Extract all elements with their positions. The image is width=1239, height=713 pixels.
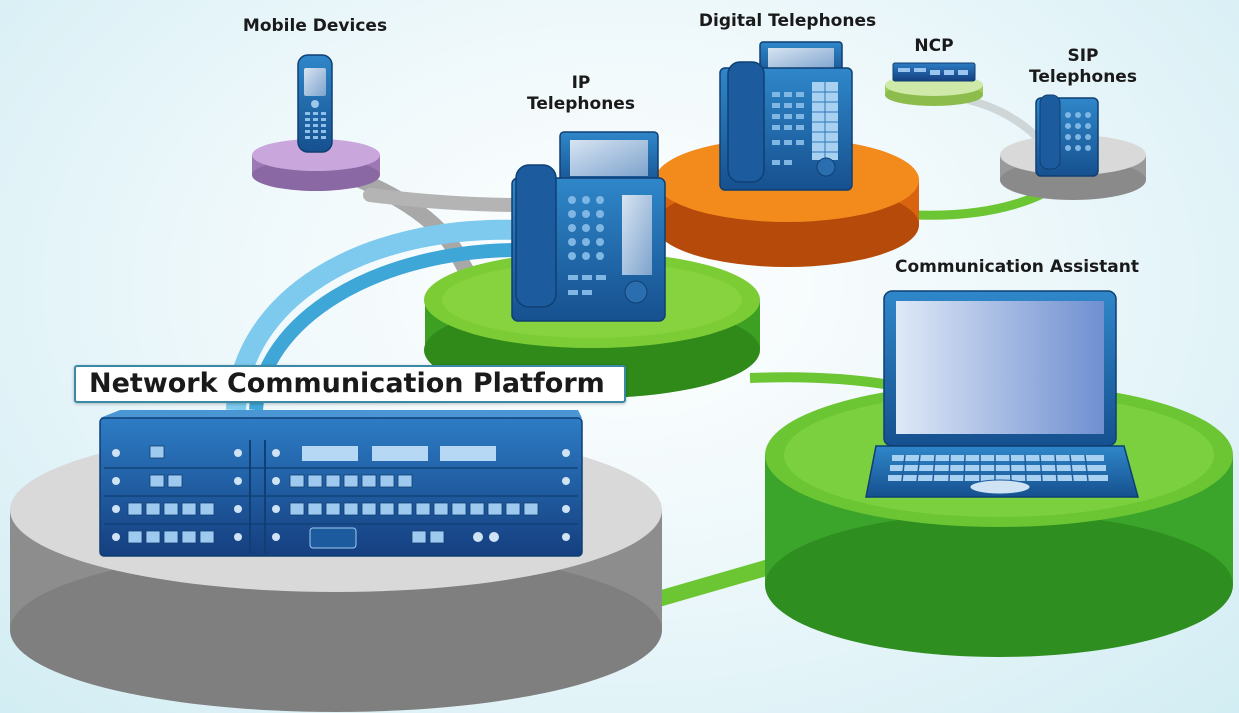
label-ip-telephones: IP Telephones bbox=[527, 73, 635, 114]
label-sip-telephones: SIP Telephones bbox=[1029, 46, 1137, 87]
label-communication-assistant: Communication Assistant bbox=[895, 257, 1139, 277]
link-ncp-sip bbox=[967, 96, 1043, 143]
link-ip-laptop bbox=[749, 372, 891, 390]
link-mobile-gray bbox=[352, 172, 493, 313]
ip-telephone-icon bbox=[511, 131, 666, 322]
label-mobile-devices: Mobile Devices bbox=[242, 16, 388, 36]
platform-title: Network Communication Platform bbox=[74, 365, 626, 403]
label-digital-telephones: Digital Telephones bbox=[698, 11, 877, 31]
mobile-device-icon bbox=[297, 54, 333, 153]
link-mobile-gray-2 bbox=[363, 188, 527, 212]
disc-mobile bbox=[252, 139, 380, 191]
laptop-icon bbox=[865, 290, 1139, 498]
ncp-icon bbox=[892, 62, 976, 82]
sip-telephone-icon bbox=[1035, 94, 1099, 177]
label-ncp: NCP bbox=[914, 36, 954, 56]
platform-rack-icon bbox=[99, 410, 583, 557]
digital-telephone-icon bbox=[719, 41, 853, 191]
